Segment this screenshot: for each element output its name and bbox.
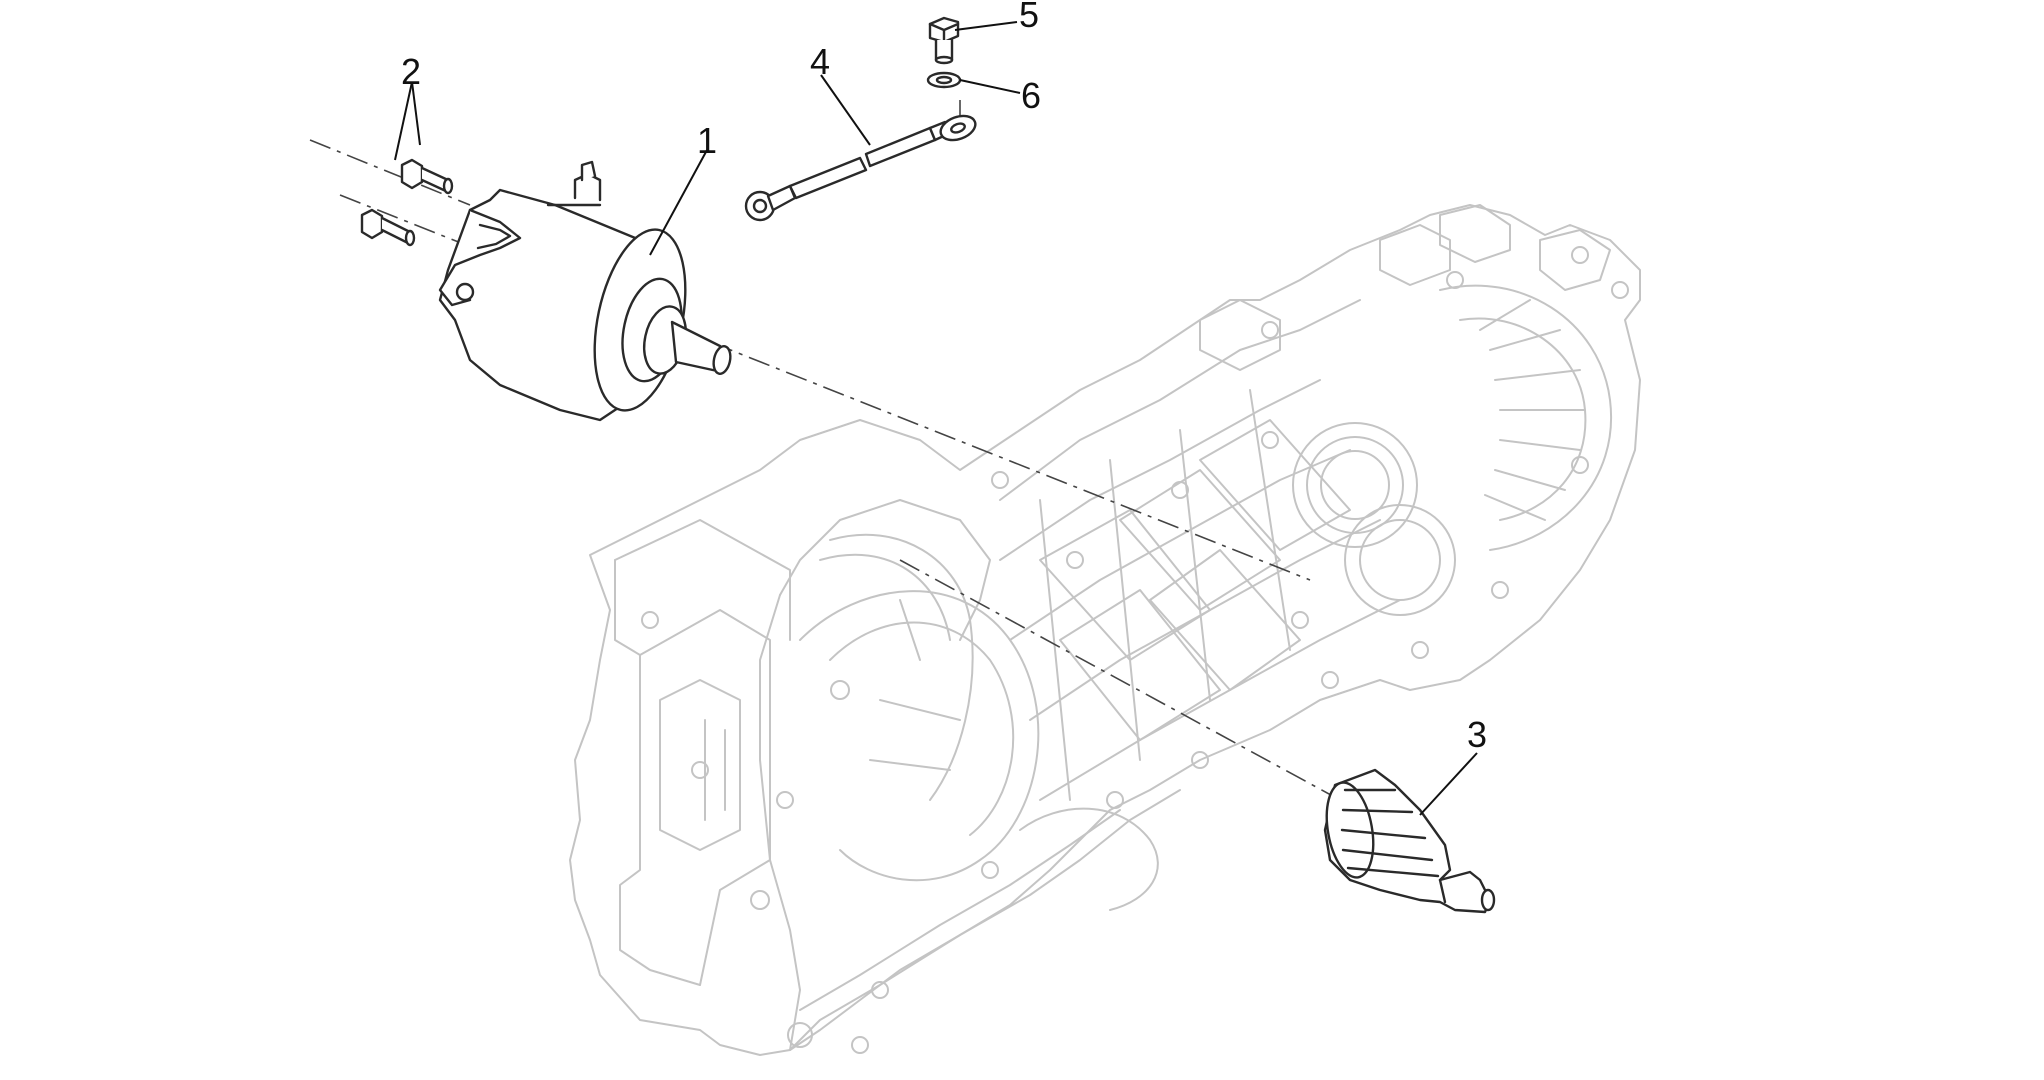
callout-4: 4 [810,41,830,82]
callout-5: 5 [1019,0,1039,35]
washer-part-6 [926,71,962,89]
cable-bolt-part-5 [928,16,960,65]
callout-3: 3 [1467,714,1487,755]
callout-6: 6 [1021,75,1041,116]
mounting-bolts-part-2 [360,158,454,247]
callout-numbers: 1 2 3 4 5 6 [401,0,1487,755]
crankcase-housing [569,204,1641,1056]
callout-1: 1 [697,120,717,161]
ground-cable-part-4 [744,114,977,222]
starter-drive-part-3 [1323,768,1496,914]
callout-leaders [394,21,1478,816]
callout-2: 2 [401,51,421,92]
starter-motor-part-1 [438,160,732,422]
